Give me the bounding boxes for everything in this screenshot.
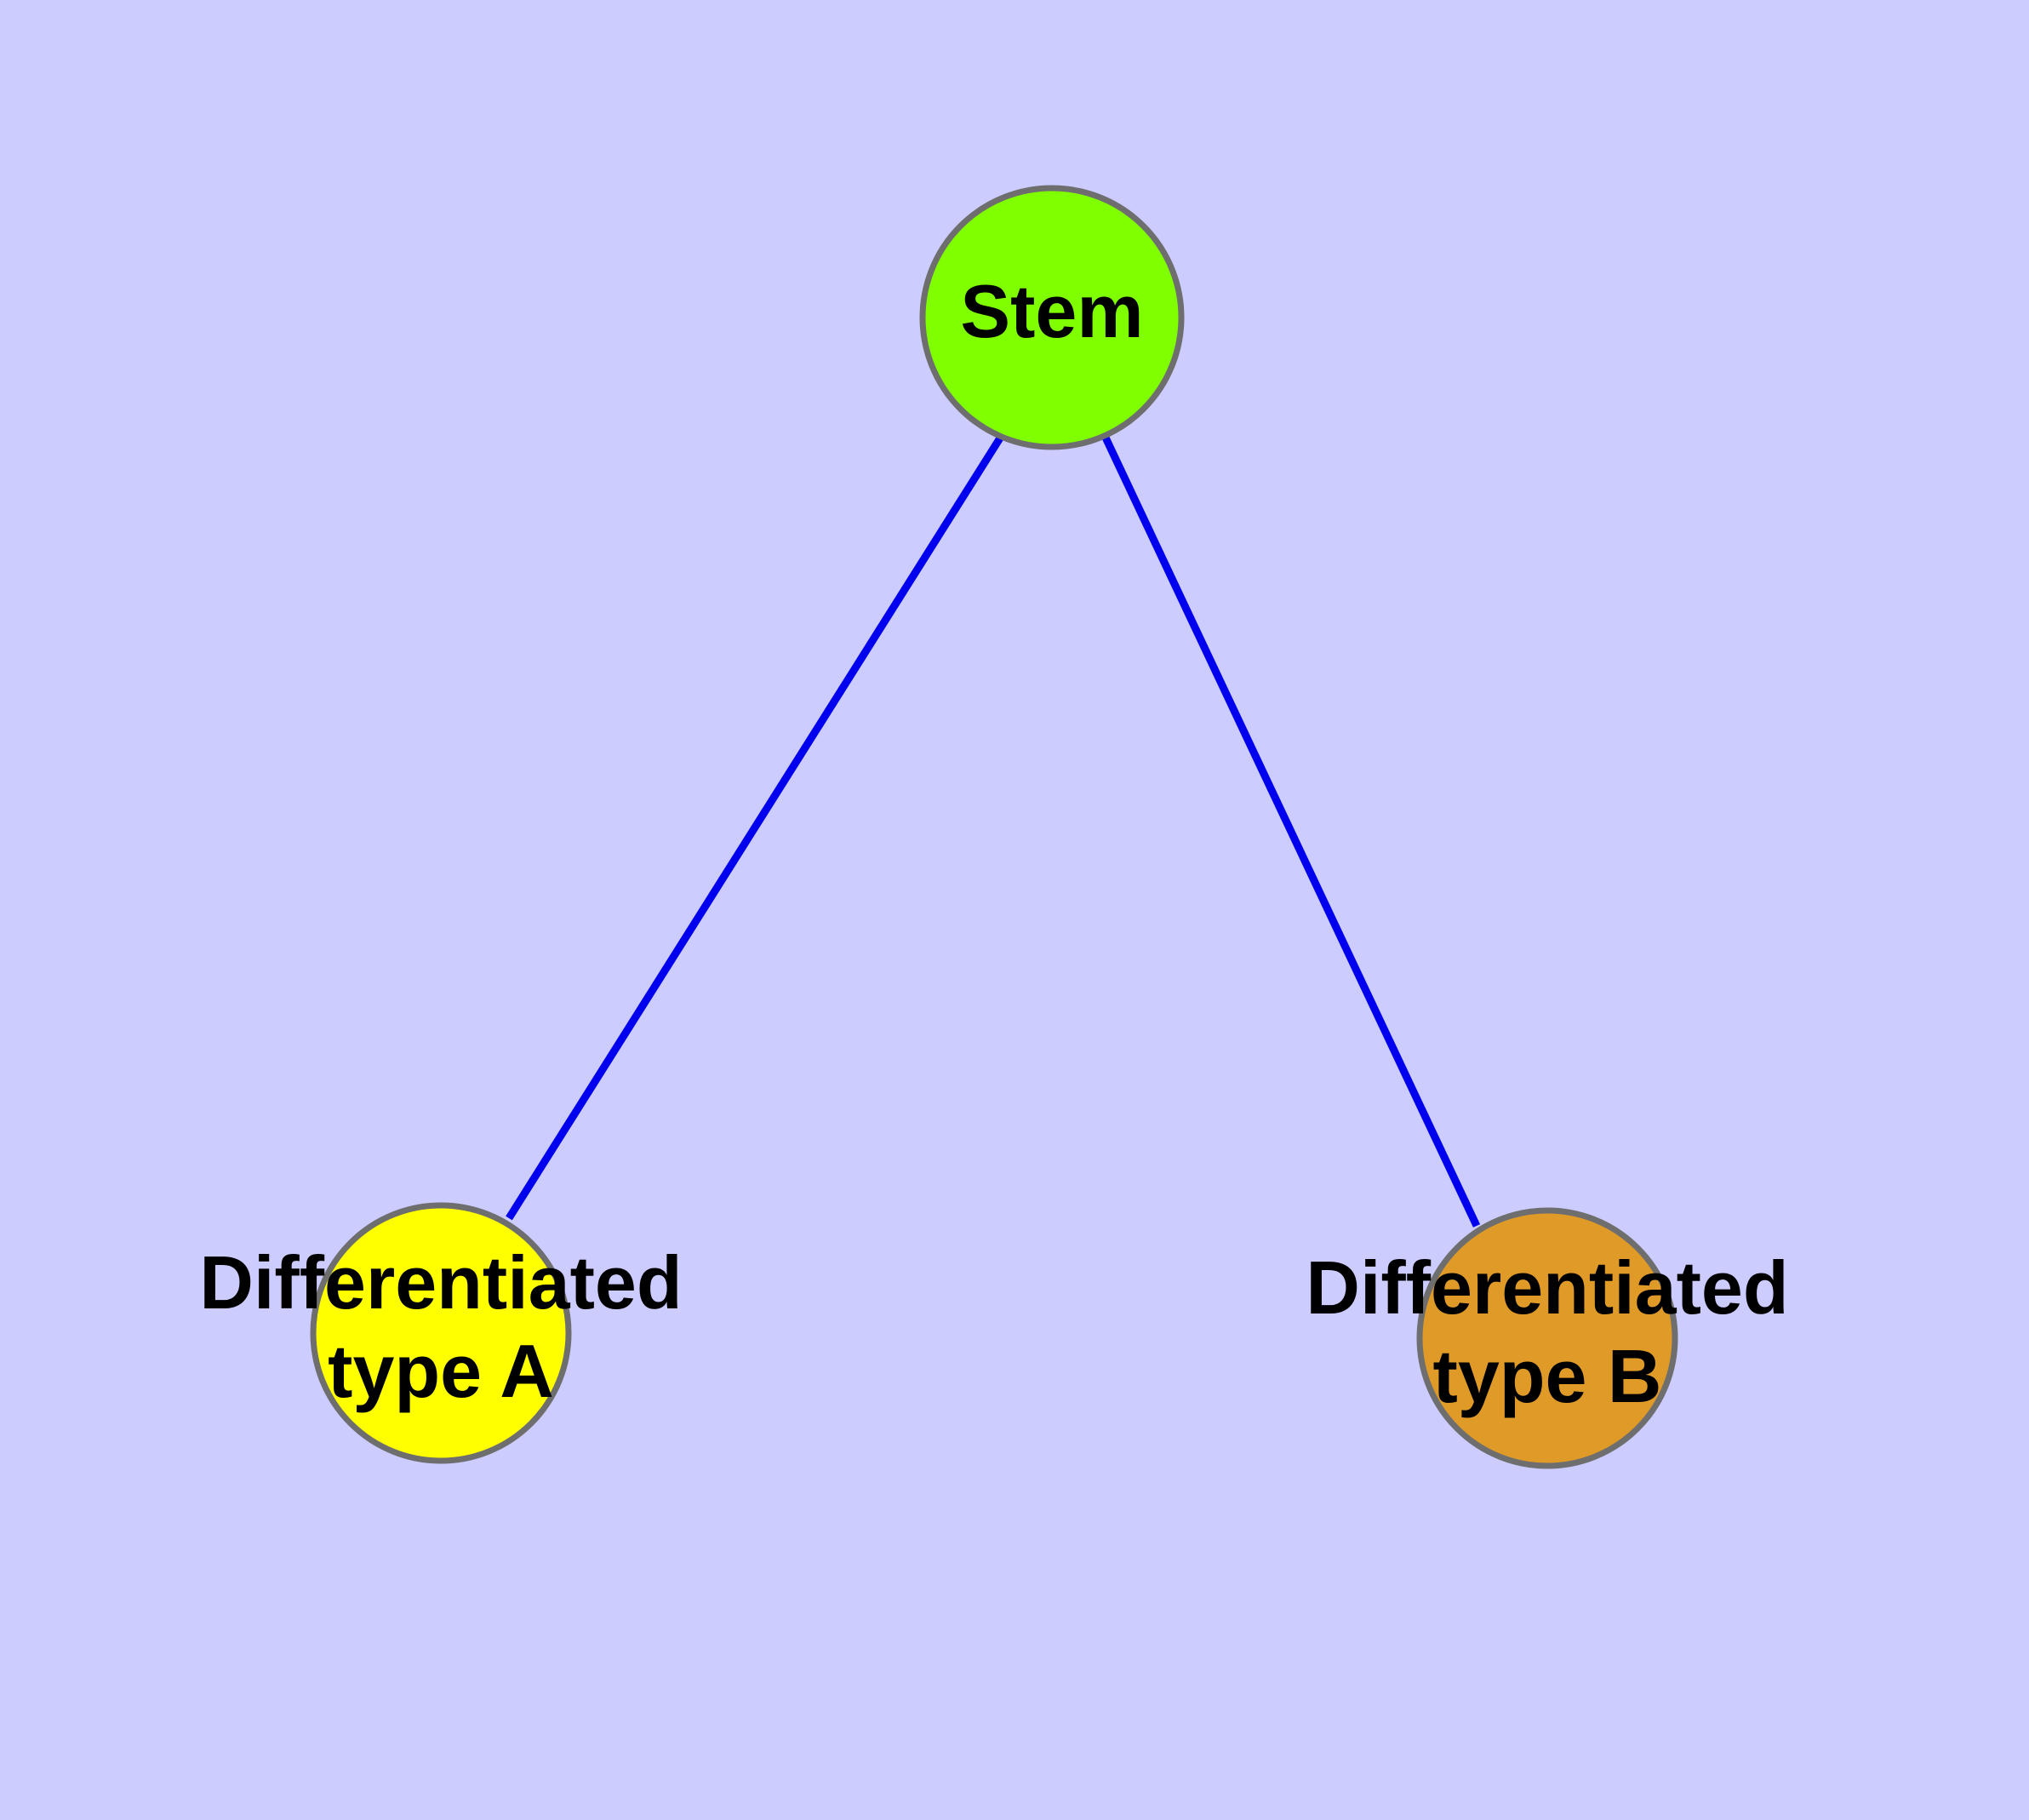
graph-node-label-line: Differentiated [1306,1245,1788,1330]
graph-node-stem[interactable] [919,185,1185,450]
graph-node-diff_b[interactable] [1416,1207,1678,1469]
graph-edge-stem-to-diff_b [1101,436,1481,1228]
graph-node-label-line: Differentiated [199,1240,682,1325]
edges-layer [506,434,1481,1228]
graph-node-label-line: type B [1433,1334,1662,1418]
graph-edge-stem-to-diff_a [506,434,1004,1221]
graph-node-label-stem: Stem [960,269,1143,353]
graph-node-label-line: Stem [960,269,1143,353]
graph-node-diff_a[interactable] [310,1202,572,1464]
graph-node-label-line: type A [328,1329,554,1413]
nodes-layer [310,185,1678,1469]
